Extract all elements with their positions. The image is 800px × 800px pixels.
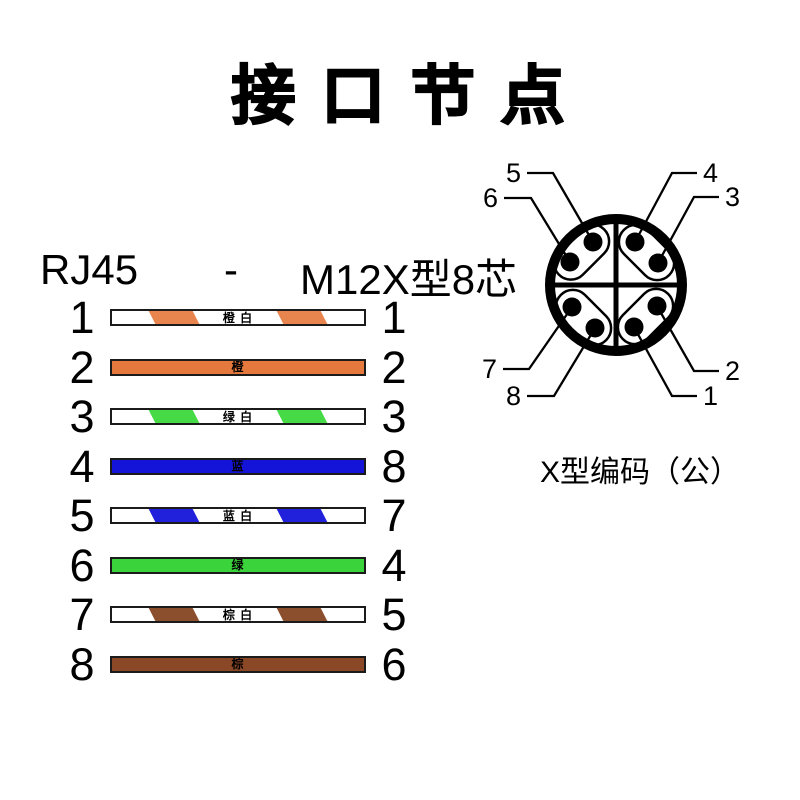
- rj45-pin-number: 6: [69, 539, 95, 591]
- m12-pin-number: 1: [381, 292, 407, 344]
- wire-color-label: 绿 白: [222, 409, 254, 424]
- page-title: 接 口 节 点: [230, 59, 569, 133]
- wire-stripe: [148, 608, 200, 622]
- rj45-pin-number: 8: [69, 638, 95, 690]
- m12-column-label: M12X型8芯: [300, 256, 518, 303]
- header-separator: -: [224, 246, 238, 293]
- wire-bar: 棕 白: [110, 606, 366, 624]
- wire-color-label: 橙 白: [222, 310, 254, 325]
- wire-table: 1 橙 白 1 2 橙 2 3 绿 白 3: [60, 293, 416, 689]
- wire-stripe: [148, 410, 200, 424]
- wire-color-label: 绿: [231, 558, 245, 573]
- wire-stripe: [276, 311, 328, 325]
- m12-pin-number: 5: [381, 589, 407, 641]
- m12-pin-number: 6: [381, 638, 407, 690]
- pin-leader-lines: [503, 171, 719, 398]
- pin-label-8: 8: [506, 381, 521, 411]
- rj45-pin-number: 4: [69, 440, 95, 492]
- pin-label-6: 6: [483, 183, 498, 213]
- pin-label-1: 1: [703, 381, 718, 411]
- wire-row: 5 蓝 白 7: [60, 491, 416, 541]
- wire-row: 2 橙 2: [60, 343, 416, 393]
- pin-label-5: 5: [506, 158, 521, 188]
- wire-bar: 蓝: [110, 457, 366, 475]
- wire-row: 7 棕 白 5: [60, 590, 416, 640]
- wire-bar: 蓝 白: [110, 507, 366, 525]
- wire-bar: 棕: [110, 655, 366, 673]
- m12-pin-number: 3: [381, 391, 407, 443]
- wire-stripe: [276, 410, 328, 424]
- rj45-pin-number: 3: [69, 391, 95, 443]
- m12-connector-diagram: 5 6 4 3 7 8 2 1: [482, 158, 740, 411]
- pin-label-3: 3: [725, 182, 740, 212]
- wire-bar: 绿 白: [110, 408, 366, 426]
- m12-pin-number: 2: [381, 341, 407, 393]
- wire-stripe: [276, 509, 328, 523]
- wire-bar: 绿: [110, 556, 366, 574]
- wire-bar: 橙 白: [110, 309, 366, 327]
- rj45-pin-number: 7: [69, 589, 95, 641]
- pin-pods: [552, 223, 676, 347]
- rj45-pin-number: 2: [69, 341, 95, 393]
- wire-color-label: 蓝: [231, 459, 245, 474]
- wire-color-label: 棕 白: [222, 607, 254, 622]
- wire-color-label: 橙: [231, 360, 245, 375]
- wire-color-label: 蓝 白: [222, 508, 254, 523]
- pin-label-2: 2: [725, 356, 740, 386]
- wire-row: 1 橙 白 1: [60, 293, 416, 343]
- wire-row: 8 棕 6: [60, 640, 416, 690]
- wire-row: 6 绿 4: [60, 541, 416, 591]
- m12-pin-number: 4: [381, 539, 407, 591]
- connector-pins: [560, 232, 668, 338]
- rj45-pin-number: 5: [69, 490, 95, 542]
- wire-stripe: [148, 509, 200, 523]
- rj45-pin-number: 1: [69, 292, 95, 344]
- wire-stripe: [148, 311, 200, 325]
- wire-stripe: [276, 608, 328, 622]
- wire-row: 3 绿 白 3: [60, 392, 416, 442]
- wire-row: 4 蓝 8: [60, 442, 416, 492]
- wire-color-label: 棕: [231, 657, 245, 672]
- connector-caption: X型编码（公）: [539, 456, 740, 489]
- m12-pin-number: 8: [381, 440, 407, 492]
- pin-label-4: 4: [703, 158, 718, 188]
- wire-bar: 橙: [110, 358, 366, 376]
- m12-pin-number: 7: [381, 490, 407, 542]
- pin-label-7: 7: [482, 354, 497, 384]
- rj45-column-label: RJ45: [40, 246, 139, 293]
